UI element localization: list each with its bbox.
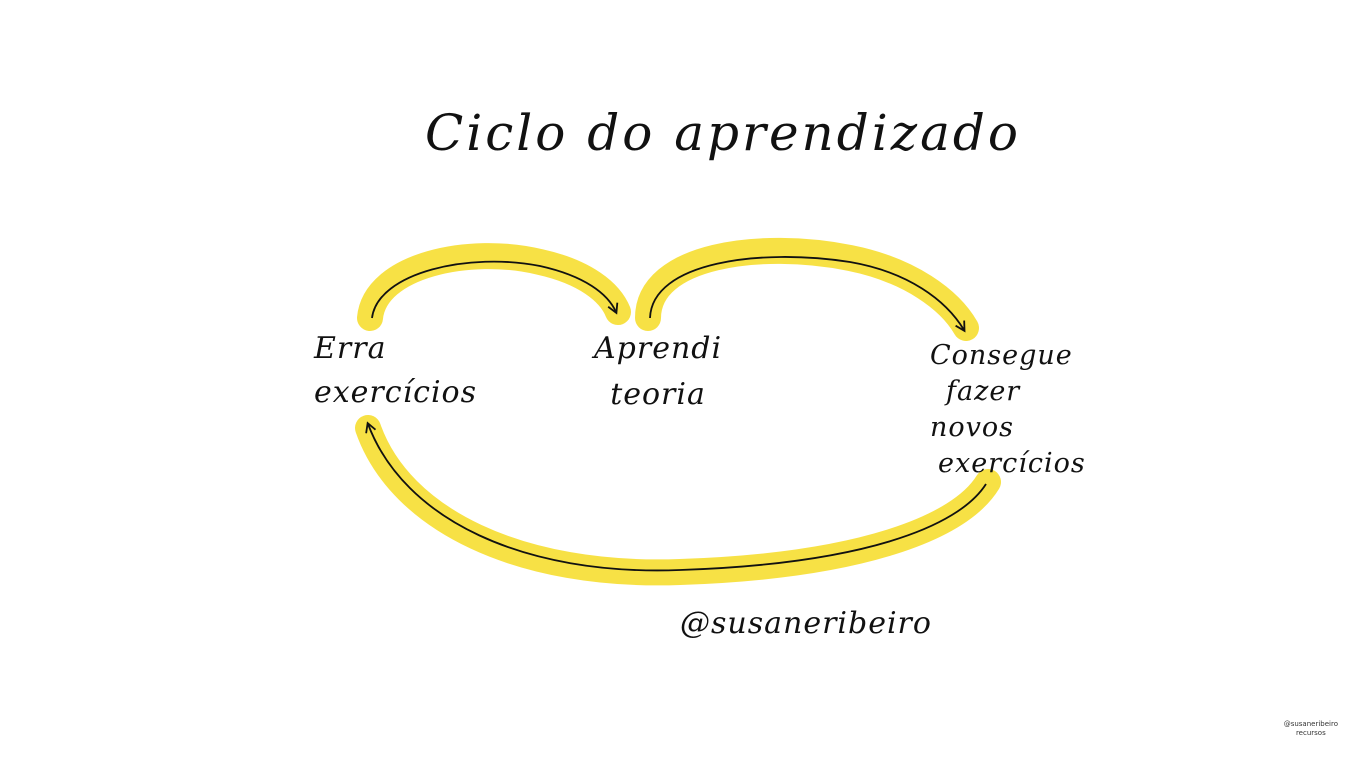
node-label-line: fazer: [946, 376, 1021, 407]
watermark: @susaneribeiro recursos: [1284, 720, 1338, 738]
node-label-line: novos: [930, 412, 1015, 443]
node-consegue-fazer-novos-exercicios: Consegue fazer novos exercícios: [930, 338, 1086, 482]
watermark-line: @susaneribeiro: [1283, 720, 1338, 728]
highlight-erra-to-aprendi: [357, 243, 631, 331]
arrow-consegue-to-erra: [365, 421, 987, 572]
node-label-line: Aprendi: [594, 331, 723, 366]
arrow-aprendi-to-consegue: [649, 256, 966, 333]
node-label-line: teoria: [610, 377, 706, 412]
node-label-line: Consegue: [930, 340, 1073, 371]
node-aprendi-teoria: Aprendi teoria: [594, 330, 722, 414]
node-label-line: exercícios: [314, 375, 478, 410]
highlight-aprendi-to-consegue: [635, 237, 979, 341]
node-label-line: exercícios: [938, 448, 1086, 479]
diagram-title: Ciclo do aprendizado: [425, 104, 1022, 162]
node-erra-exercicios: Erra exercícios: [314, 330, 477, 412]
arrow-erra-to-aprendi: [371, 260, 619, 319]
node-label-line: Erra: [314, 331, 387, 366]
highlight-consegue-to-erra: [355, 415, 1001, 586]
author-handle: @susaneribeiro: [680, 606, 932, 641]
watermark-line: recursos: [1295, 729, 1326, 737]
